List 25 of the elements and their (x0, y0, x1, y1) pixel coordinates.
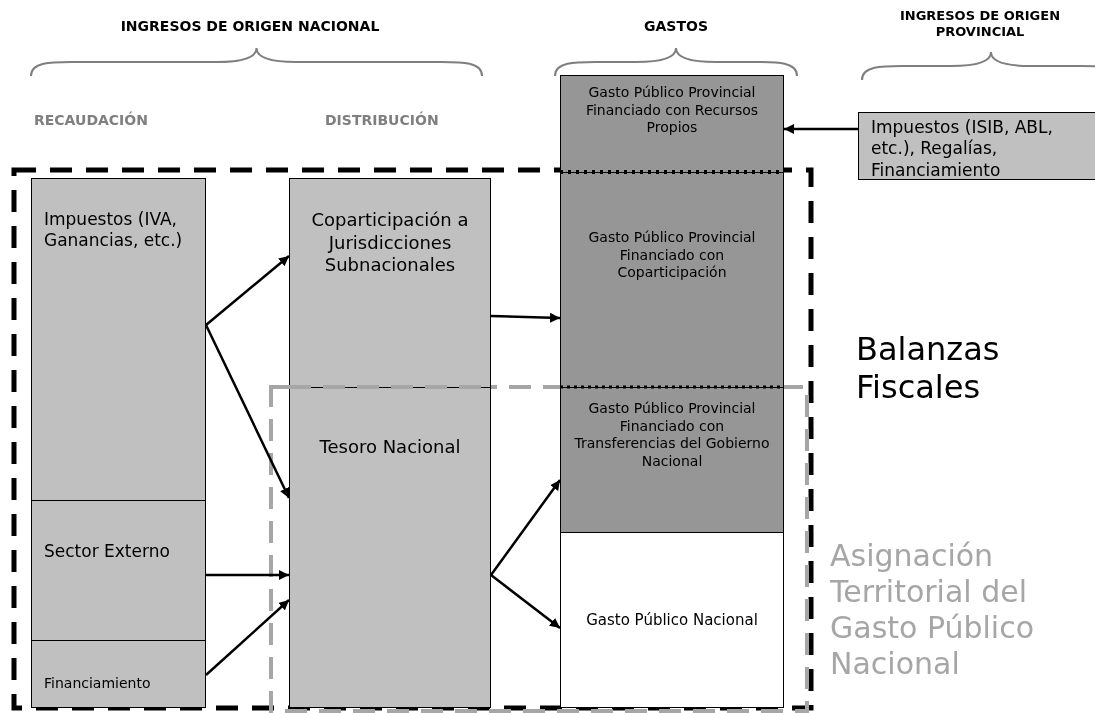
column-heading: RECAUDACIÓN (34, 112, 149, 129)
text-box: Sector Externo (31, 500, 206, 641)
arrow (490, 312, 561, 323)
arrow (206, 570, 289, 580)
text-box: Gasto Público Provincial Financiado con Transferencias del Gobierno Nacional (560, 387, 784, 533)
region-title: Balanzas Fiscales (856, 330, 1001, 407)
arrow (205, 599, 290, 676)
section-heading: GASTOS (643, 18, 709, 35)
text-box: Gasto Público Provincial Financiado con Coparticipación (560, 172, 784, 388)
arrow (205, 255, 290, 326)
section-heading: INGRESOS DE ORIGEN PROVINCIAL (898, 8, 1062, 40)
text-box: Impuestos (ISIB, ABL, etc.), Regalías, Financiamiento (858, 112, 1095, 180)
arrow (490, 574, 561, 629)
arrow (204, 324, 291, 499)
text-box: Financiamiento (31, 640, 206, 708)
text-box: Gasto Público Nacional (560, 532, 784, 708)
section-heading: INGRESOS DE ORIGEN NACIONAL (119, 18, 381, 35)
text-box: Gasto Público Provincial Financiado con Recursos Propios (560, 75, 784, 173)
arrow (490, 479, 561, 576)
column-heading: DISTRIBUCIÓN (325, 112, 440, 129)
text-box: Coparticipación a Jurisdicciones Subnacionales (289, 178, 491, 388)
text-box: Tesoro Nacional (289, 387, 491, 708)
region-title: Asignación Territorial del Gasto Público Nacional (830, 538, 1036, 682)
text-box: Impuestos (IVA, Ganancias, etc.) (31, 178, 206, 501)
arrow (784, 124, 858, 134)
